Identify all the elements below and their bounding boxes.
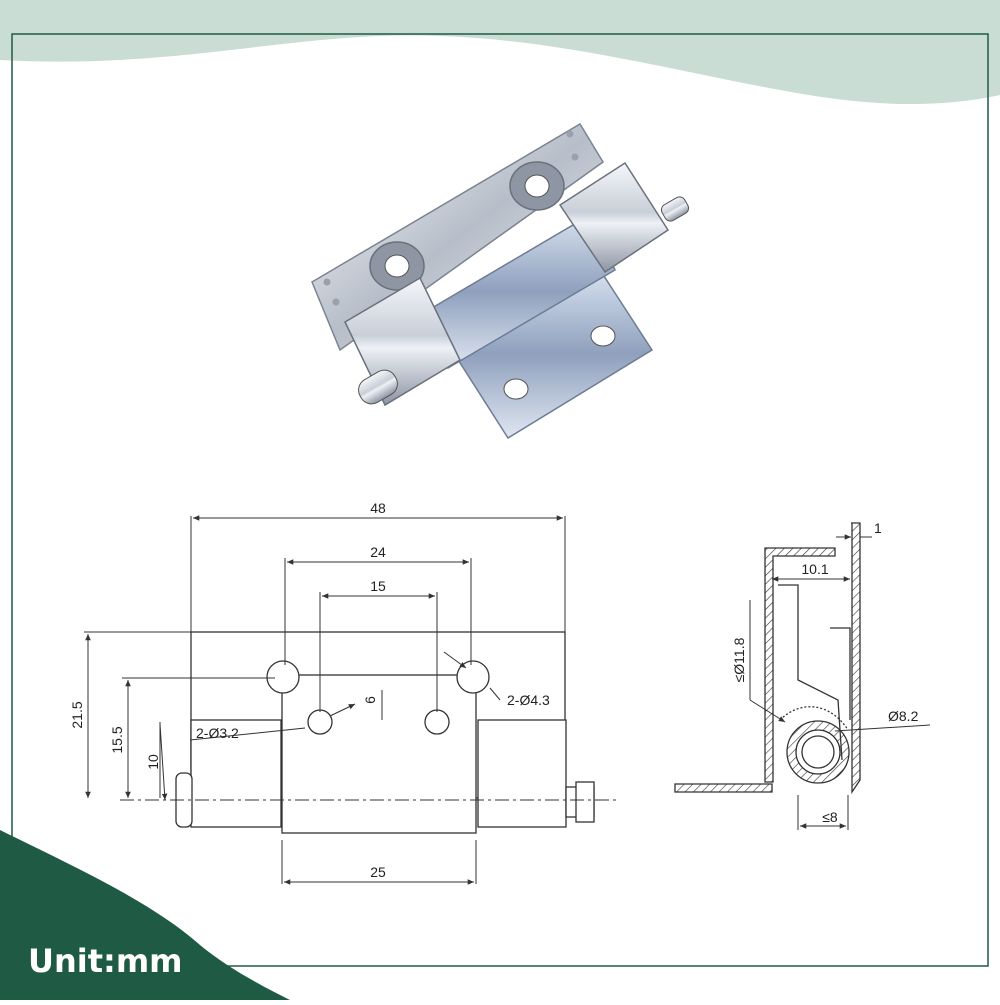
dim-base-width: ≤8 <box>822 809 838 825</box>
dim-large-holes: 2-Ø4.3 <box>507 692 550 708</box>
unit-label: Unit:mm <box>28 942 183 980</box>
hinge-photo <box>311 122 690 440</box>
dim-thickness: 1 <box>874 520 882 536</box>
dim-height-low: 10 <box>145 754 161 770</box>
outer-frame <box>11 33 989 967</box>
corner-banner <box>0 830 290 1000</box>
dim-knuckle-width: 25 <box>370 864 386 880</box>
dim-height-mid: 15.5 <box>109 726 125 753</box>
dim-leaf-depth: 10.1 <box>801 561 828 577</box>
dim-hole-spacing-inner: 15 <box>370 578 386 594</box>
dim-hole-spacing-outer: 24 <box>370 544 386 560</box>
front-view-dimension-lines <box>84 515 566 885</box>
side-view-drawing <box>674 522 861 795</box>
top-wave-banner <box>0 0 1000 105</box>
dim-knuckle-outer: ≤Ø11.8 <box>731 637 747 682</box>
dim-overall-height: 21.5 <box>69 701 85 728</box>
dim-pin-diameter: Ø8.2 <box>888 708 919 724</box>
dim-overall-width: 48 <box>370 500 386 516</box>
side-view-dimension-lines <box>749 534 931 830</box>
front-view-drawing <box>120 631 620 834</box>
dim-small-holes: 2-Ø3.2 <box>196 725 239 741</box>
dim-hole-offset: 6 <box>362 696 378 704</box>
